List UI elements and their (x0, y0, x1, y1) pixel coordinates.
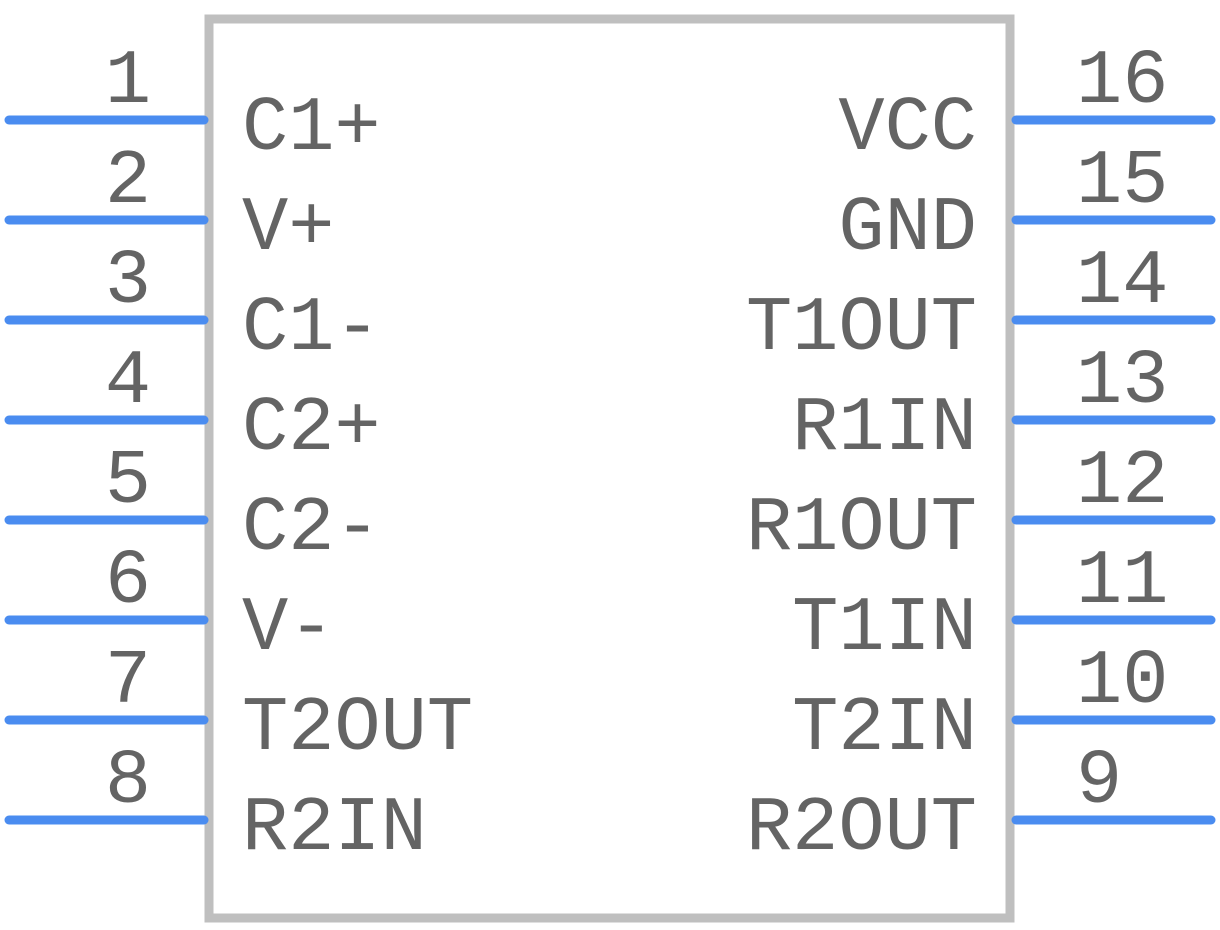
pin-label-10: T2IN (792, 686, 977, 773)
pin-number-4: 4 (105, 339, 151, 426)
pin-number-12: 12 (1076, 439, 1168, 526)
pin-number-14: 14 (1076, 239, 1168, 326)
pin-label-3: C1- (242, 286, 381, 373)
pin-label-9: R2OUT (746, 786, 977, 873)
pin-label-5: C2- (242, 486, 381, 573)
pin-label-1: C1+ (242, 86, 381, 173)
pin-number-3: 3 (105, 239, 151, 326)
pin-number-1: 1 (105, 39, 151, 126)
pin-number-16: 16 (1076, 39, 1168, 126)
pin-number-9: 9 (1076, 739, 1122, 826)
pin-label-4: C2+ (242, 386, 381, 473)
pin-label-15: GND (838, 186, 977, 273)
pin-label-7: T2OUT (242, 686, 473, 773)
pin-label-16: VCC (838, 86, 977, 173)
pin-number-7: 7 (105, 639, 151, 726)
pin-label-8: R2IN (242, 786, 427, 873)
pin-label-2: V+ (242, 186, 334, 273)
pin-label-6: V- (242, 586, 334, 673)
ic-body-outline (204, 14, 1015, 923)
pin-label-12: R1OUT (746, 486, 977, 573)
pin-label-11: T1IN (792, 586, 977, 673)
pin-number-11: 11 (1076, 539, 1168, 626)
pin-label-13: R1IN (792, 386, 977, 473)
pin-label-14: T1OUT (746, 286, 977, 373)
pin-number-8: 8 (105, 739, 151, 826)
pin-number-5: 5 (105, 439, 151, 526)
pin-number-2: 2 (105, 139, 151, 226)
pin-number-15: 15 (1076, 139, 1168, 226)
pin-number-6: 6 (105, 539, 151, 626)
pin-number-13: 13 (1076, 339, 1168, 426)
pin-number-10: 10 (1076, 639, 1168, 726)
